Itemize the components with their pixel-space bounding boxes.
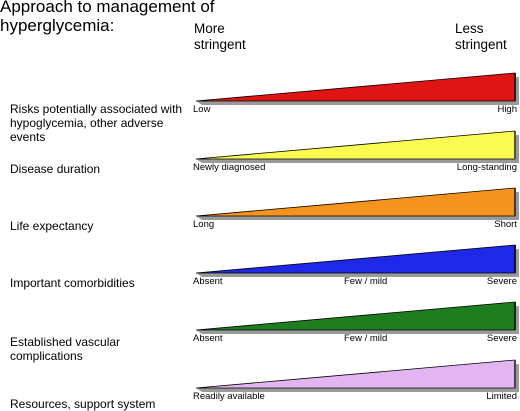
wedge-label-left: Low xyxy=(193,104,211,115)
wedge-label-right: Severe xyxy=(486,276,517,287)
more-stringent-header: More stringent xyxy=(194,21,246,52)
less-stringent-header: Less stringent xyxy=(455,21,507,52)
wedge-label-left: Long xyxy=(193,219,215,230)
wedge-label-right: Long-standing xyxy=(456,162,517,173)
wedge xyxy=(195,130,516,160)
wedge xyxy=(195,244,516,274)
wedge xyxy=(195,359,516,389)
wedge-label-right: Severe xyxy=(486,333,517,344)
wedge-label-left: Absent xyxy=(193,276,223,287)
wedge xyxy=(195,187,516,217)
wedge-label-left: Newly diagnosed xyxy=(193,162,266,173)
factor-label: Disease duration xyxy=(10,162,101,176)
factor-label: Important comorbidities xyxy=(10,276,135,290)
wedge-label-mid: Few / mild xyxy=(344,276,388,287)
wedge xyxy=(195,72,516,102)
diagram-title: Approach to management of hyperglycemia: xyxy=(0,0,215,35)
factor-label: Resources, support system xyxy=(10,397,156,411)
factor-label: Established vascular complications xyxy=(10,335,121,363)
wedge-label-right: High xyxy=(497,104,517,115)
wedge-label-mid: Few / mild xyxy=(344,333,388,344)
wedge xyxy=(195,301,516,331)
factor-label: Risks potentially associated with hypogl… xyxy=(10,102,183,144)
wedge-label-right: Short xyxy=(494,219,517,230)
wedge-label-left: Absent xyxy=(193,333,223,344)
factor-label: Life expectancy xyxy=(10,219,94,233)
wedge-label-right: Limited xyxy=(486,391,517,402)
wedge-label-left: Readily available xyxy=(193,391,265,402)
